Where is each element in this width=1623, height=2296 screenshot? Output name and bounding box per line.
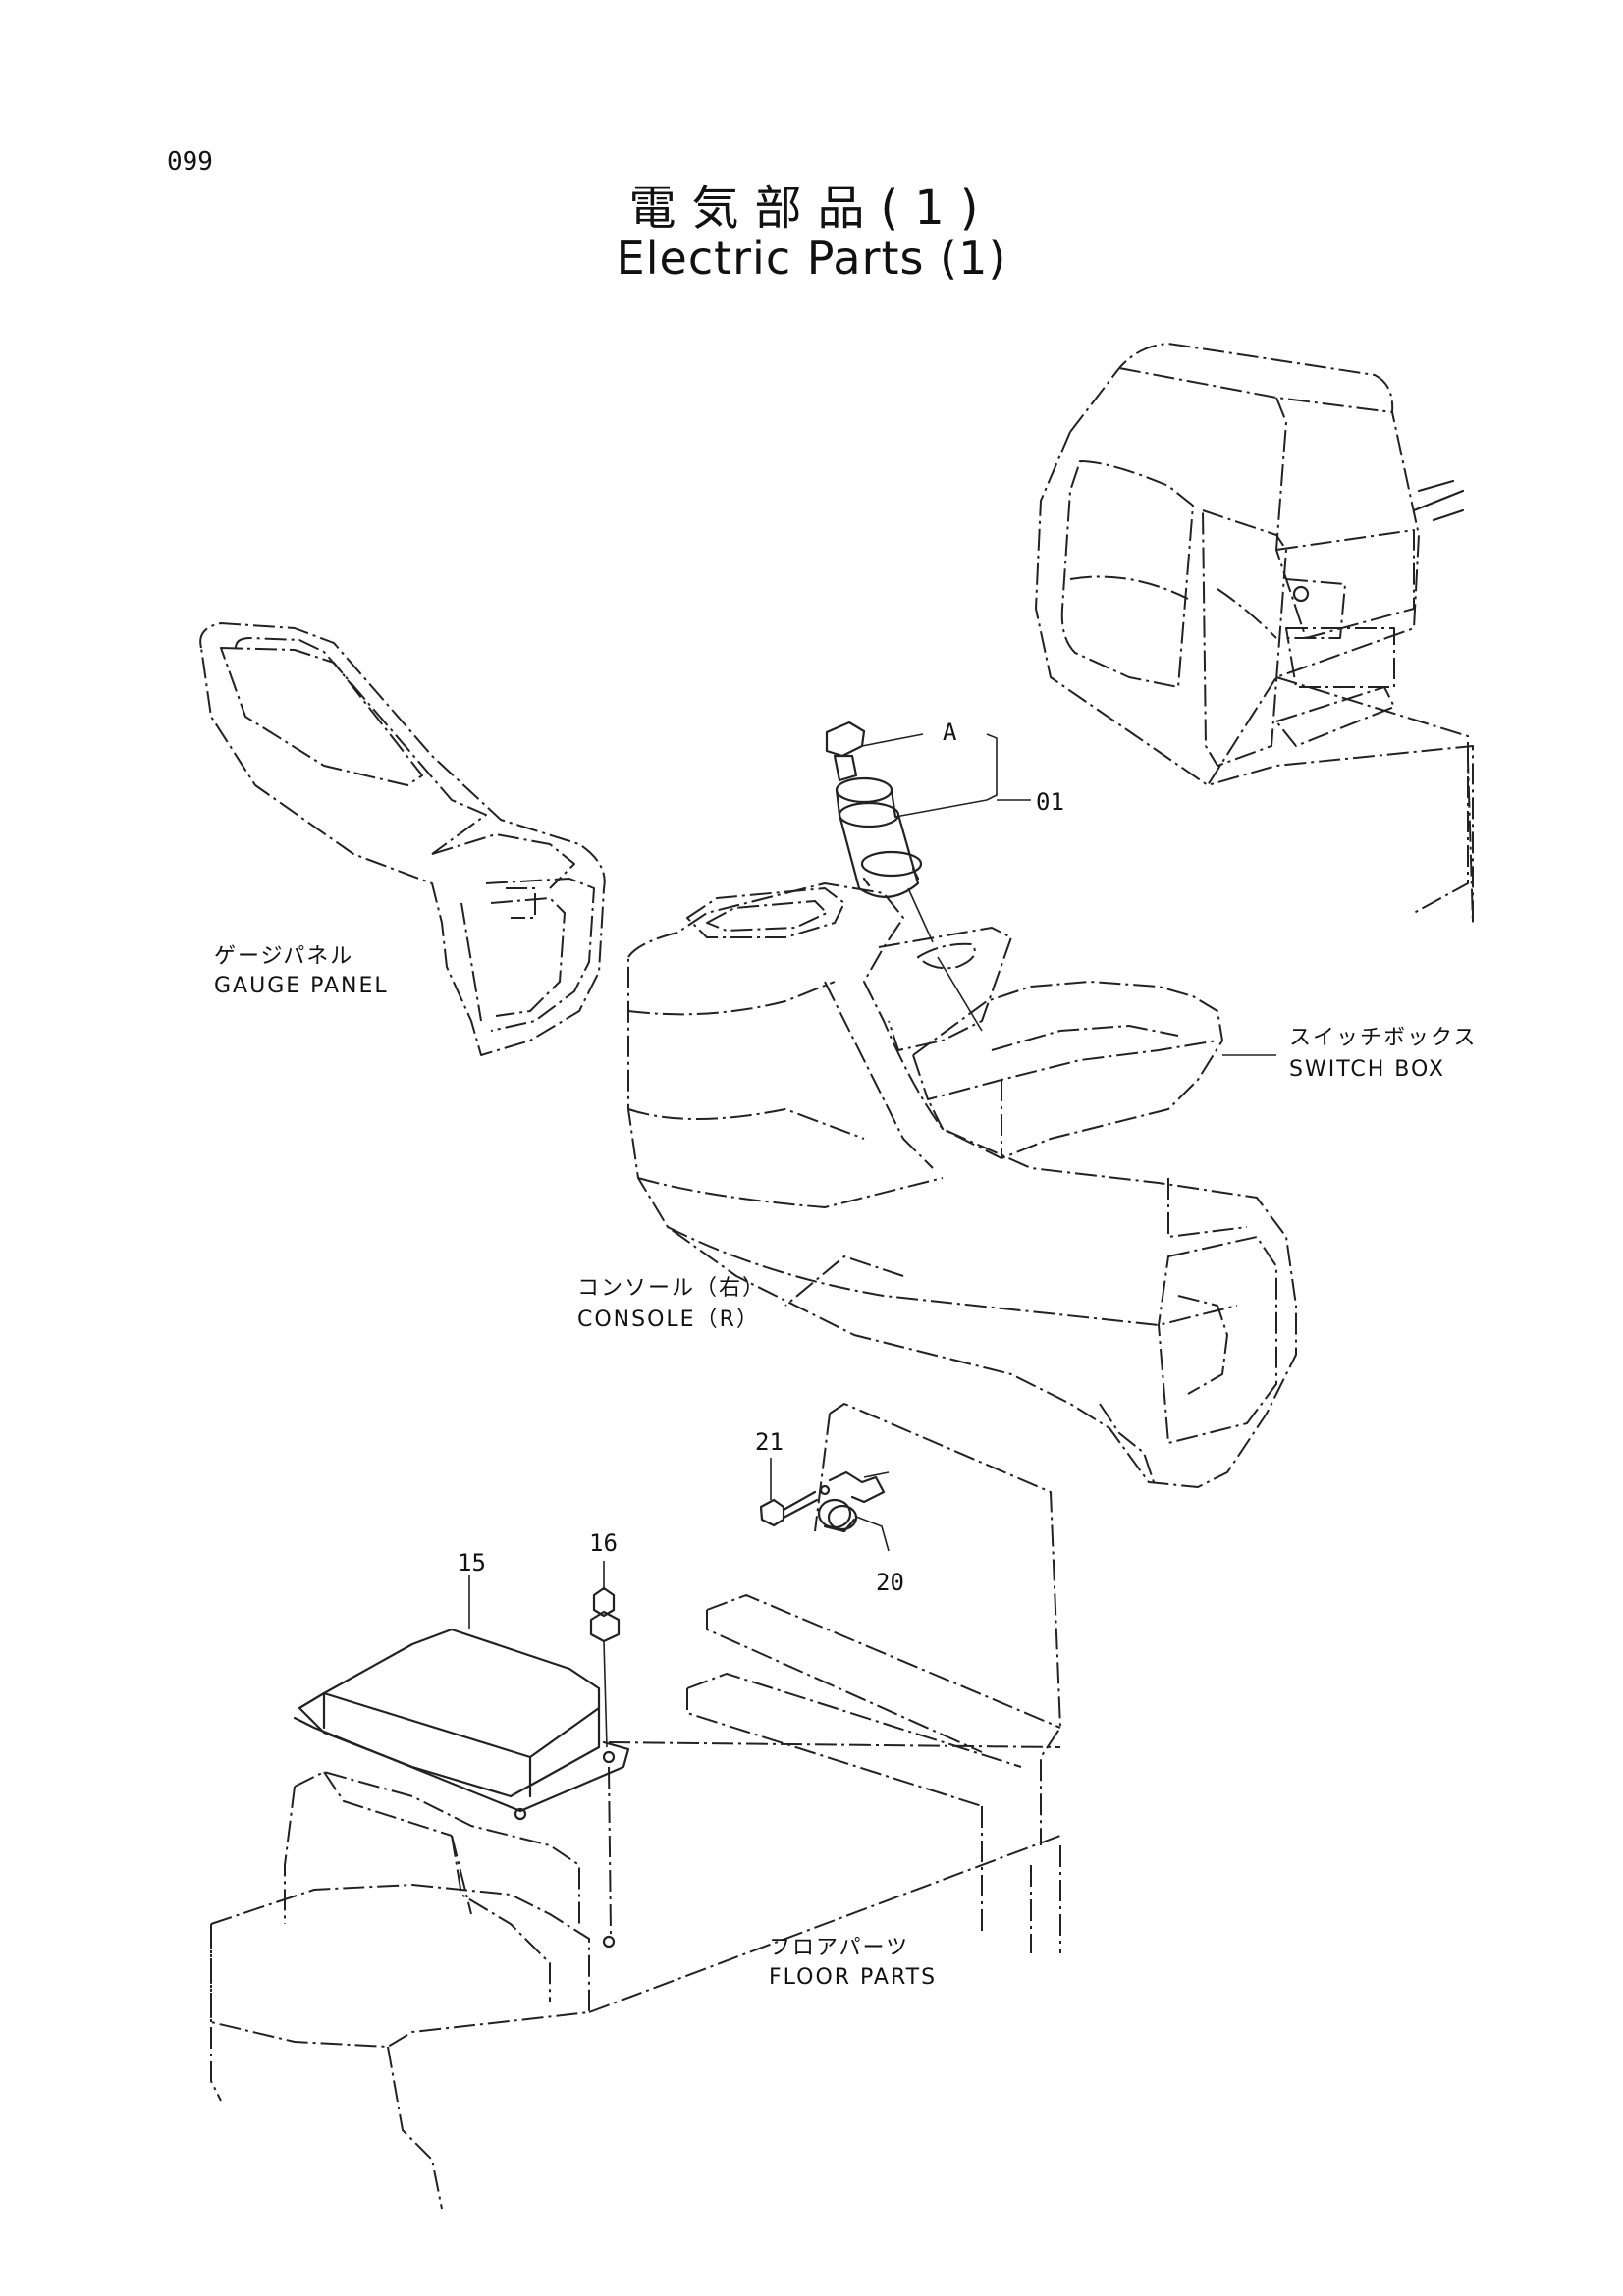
buzzer-bracket-illustration xyxy=(759,1458,890,1552)
bolt-illustration xyxy=(589,1561,621,1935)
switch-box-illustration xyxy=(878,927,1276,1159)
key-switch-illustration xyxy=(825,721,1031,1032)
gauge-panel-illustration xyxy=(199,622,606,1056)
console-label-jp: コンソール（右） xyxy=(577,1276,767,1301)
gauge-panel-label-jp: ゲージパネル xyxy=(214,944,354,969)
floor-parts-label-jp: フロアパーツ xyxy=(769,1936,910,1960)
console-label-en: CONSOLE（R） xyxy=(577,1308,760,1332)
switch-box-label-en: SWITCH BOX xyxy=(1289,1057,1445,1082)
controller-box-illustration xyxy=(293,1575,630,1821)
page-title-japanese: 電気部品(1) xyxy=(628,181,995,236)
callout-a: A xyxy=(943,719,957,746)
switch-box-label-jp: スイッチボックス xyxy=(1289,1026,1478,1050)
callout-part-15: 15 xyxy=(458,1549,486,1576)
excavator-cab-illustration xyxy=(1035,343,1474,924)
callout-part-16: 16 xyxy=(589,1529,618,1557)
gauge-panel-label-en: GAUGE PANEL xyxy=(214,974,389,998)
callout-part-20: 20 xyxy=(876,1569,904,1596)
floor-parts-illustration xyxy=(210,1403,1061,2210)
console-illustration xyxy=(627,882,1297,1488)
page-title-english: Electric Parts (1) xyxy=(616,232,1007,285)
page-number: 099 xyxy=(167,147,213,177)
callout-part-01: 01 xyxy=(1036,788,1064,816)
callout-part-21: 21 xyxy=(755,1428,784,1456)
floor-parts-label-en: FLOOR PARTS xyxy=(769,1965,938,1990)
